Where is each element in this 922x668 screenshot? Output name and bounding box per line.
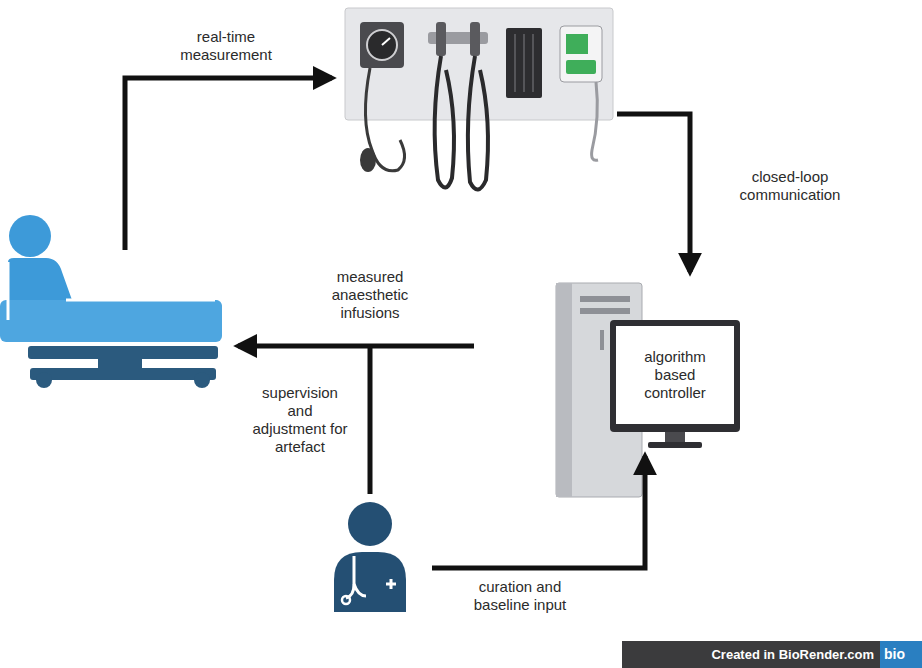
doctor-icon <box>334 502 406 612</box>
patient-icon <box>0 215 222 388</box>
flow-arrows <box>125 78 690 568</box>
flow-arrow <box>432 456 645 568</box>
watermark-logo <box>880 641 922 668</box>
flow-arrow <box>238 344 474 349</box>
arrow-label: measured anaesthetic infusions <box>322 268 418 322</box>
arrow-label: real-time measurement <box>171 28 281 64</box>
flow-arrow <box>617 114 690 272</box>
monitoring-equipment <box>345 8 613 190</box>
node-text: algorithm based controller <box>622 348 728 402</box>
flow-arrow <box>125 78 332 250</box>
arrow-label: supervision and adjustment for artefact <box>250 384 350 456</box>
controller-screen: algorithm based controller <box>616 326 734 424</box>
watermark-text: Created in BioRender.com <box>622 641 880 668</box>
arrow-label: curation and baseline input <box>462 578 578 614</box>
flow-line <box>368 346 373 494</box>
arrow-label: closed-loop communication <box>733 168 847 204</box>
watermark-logo-text: bio <box>880 641 922 668</box>
watermark-band <box>622 641 880 668</box>
computer-icon <box>556 283 740 497</box>
